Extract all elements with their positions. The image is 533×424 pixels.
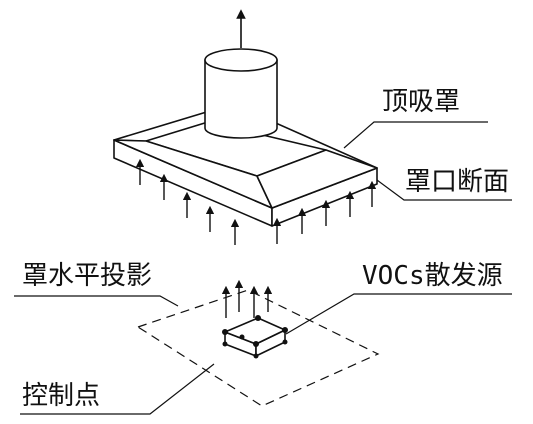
- label-control-point: 控制点: [22, 381, 100, 411]
- label-voc-source: VOCs散发源: [362, 261, 503, 291]
- label-top-hood: 顶吸罩: [382, 87, 460, 117]
- label-hood-projection: 罩水平投影: [22, 261, 152, 291]
- airflow-arrows-source: [221, 279, 273, 318]
- leader-top-hood: [343, 121, 488, 149]
- hood-body: [113, 103, 378, 227]
- leader-voc-source: [285, 293, 512, 335]
- hood-projection-outline: [136, 289, 380, 407]
- leader-hood-section: [376, 179, 512, 201]
- leader-hood-projection: [14, 295, 179, 307]
- control-point-dots: [222, 315, 288, 359]
- leader-control-point: [20, 363, 215, 415]
- exhaust-duct: [204, 48, 278, 139]
- voc-source-block: [224, 317, 286, 357]
- label-hood-section: 罩口断面: [405, 167, 509, 197]
- airflow-arrows-hood: [135, 158, 377, 245]
